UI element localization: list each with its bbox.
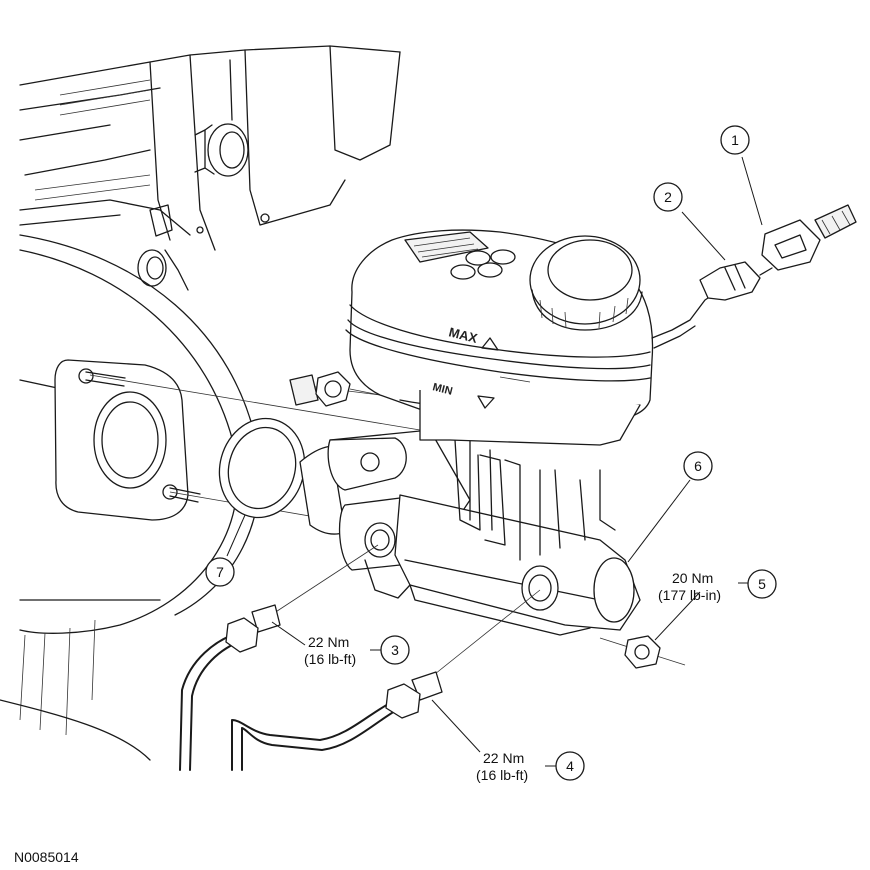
figure-id: N0085014: [14, 849, 79, 865]
callout-5-label: 5: [758, 576, 766, 592]
brake-lines: [179, 544, 541, 771]
callout-3-label: 3: [391, 642, 399, 658]
reservoir-label-plate: [404, 231, 489, 263]
torque-3-line1: 22 Nm: [308, 634, 349, 650]
seal-gasket: [218, 417, 306, 519]
mounting-bolt: [599, 635, 686, 669]
callout-2-label: 2: [664, 189, 672, 205]
torque-5-line2: (177 lb-in): [658, 587, 721, 603]
min-arrow-icon: [477, 395, 495, 409]
tube-nut-4-icon: [385, 683, 421, 719]
max-arrow-icon: [481, 337, 499, 351]
sensor-connector-icon: [699, 261, 761, 301]
harness-connector-icon: [761, 219, 821, 271]
master-cylinder: [289, 371, 641, 636]
tube-nut-3-icon: [225, 617, 259, 653]
callout-7-label: 7: [216, 564, 224, 580]
torque-5-line1: 20 Nm: [672, 570, 713, 586]
callout-7: 7: [205, 514, 246, 587]
callout-6-label: 6: [694, 458, 702, 474]
torque-3-line2: (16 lb-ft): [304, 651, 356, 667]
callout-1: 1: [720, 125, 763, 226]
callout-3: 22 Nm (16 lb-ft) 3: [271, 621, 410, 667]
callout-2: 2: [653, 182, 726, 261]
fluid-reservoir: MAX MIN: [345, 229, 654, 446]
callout-4: 22 Nm (16 lb-ft) 4: [431, 699, 585, 783]
brake-booster: [0, 234, 421, 761]
callout-6: 6: [627, 451, 713, 563]
firewall-structure: [19, 45, 401, 291]
max-mark: MAX: [447, 324, 479, 346]
callout-4-label: 4: [566, 758, 574, 774]
callout-5: 20 Nm (177 lb-in) 5: [654, 569, 777, 641]
min-mark: MIN: [431, 381, 454, 398]
wiring-harness-connector: [761, 204, 857, 271]
torque-4-line2: (16 lb-ft): [476, 767, 528, 783]
torque-4-line1: 22 Nm: [483, 750, 524, 766]
fluid-level-sensor: [651, 261, 773, 349]
callout-1-label: 1: [731, 132, 739, 148]
